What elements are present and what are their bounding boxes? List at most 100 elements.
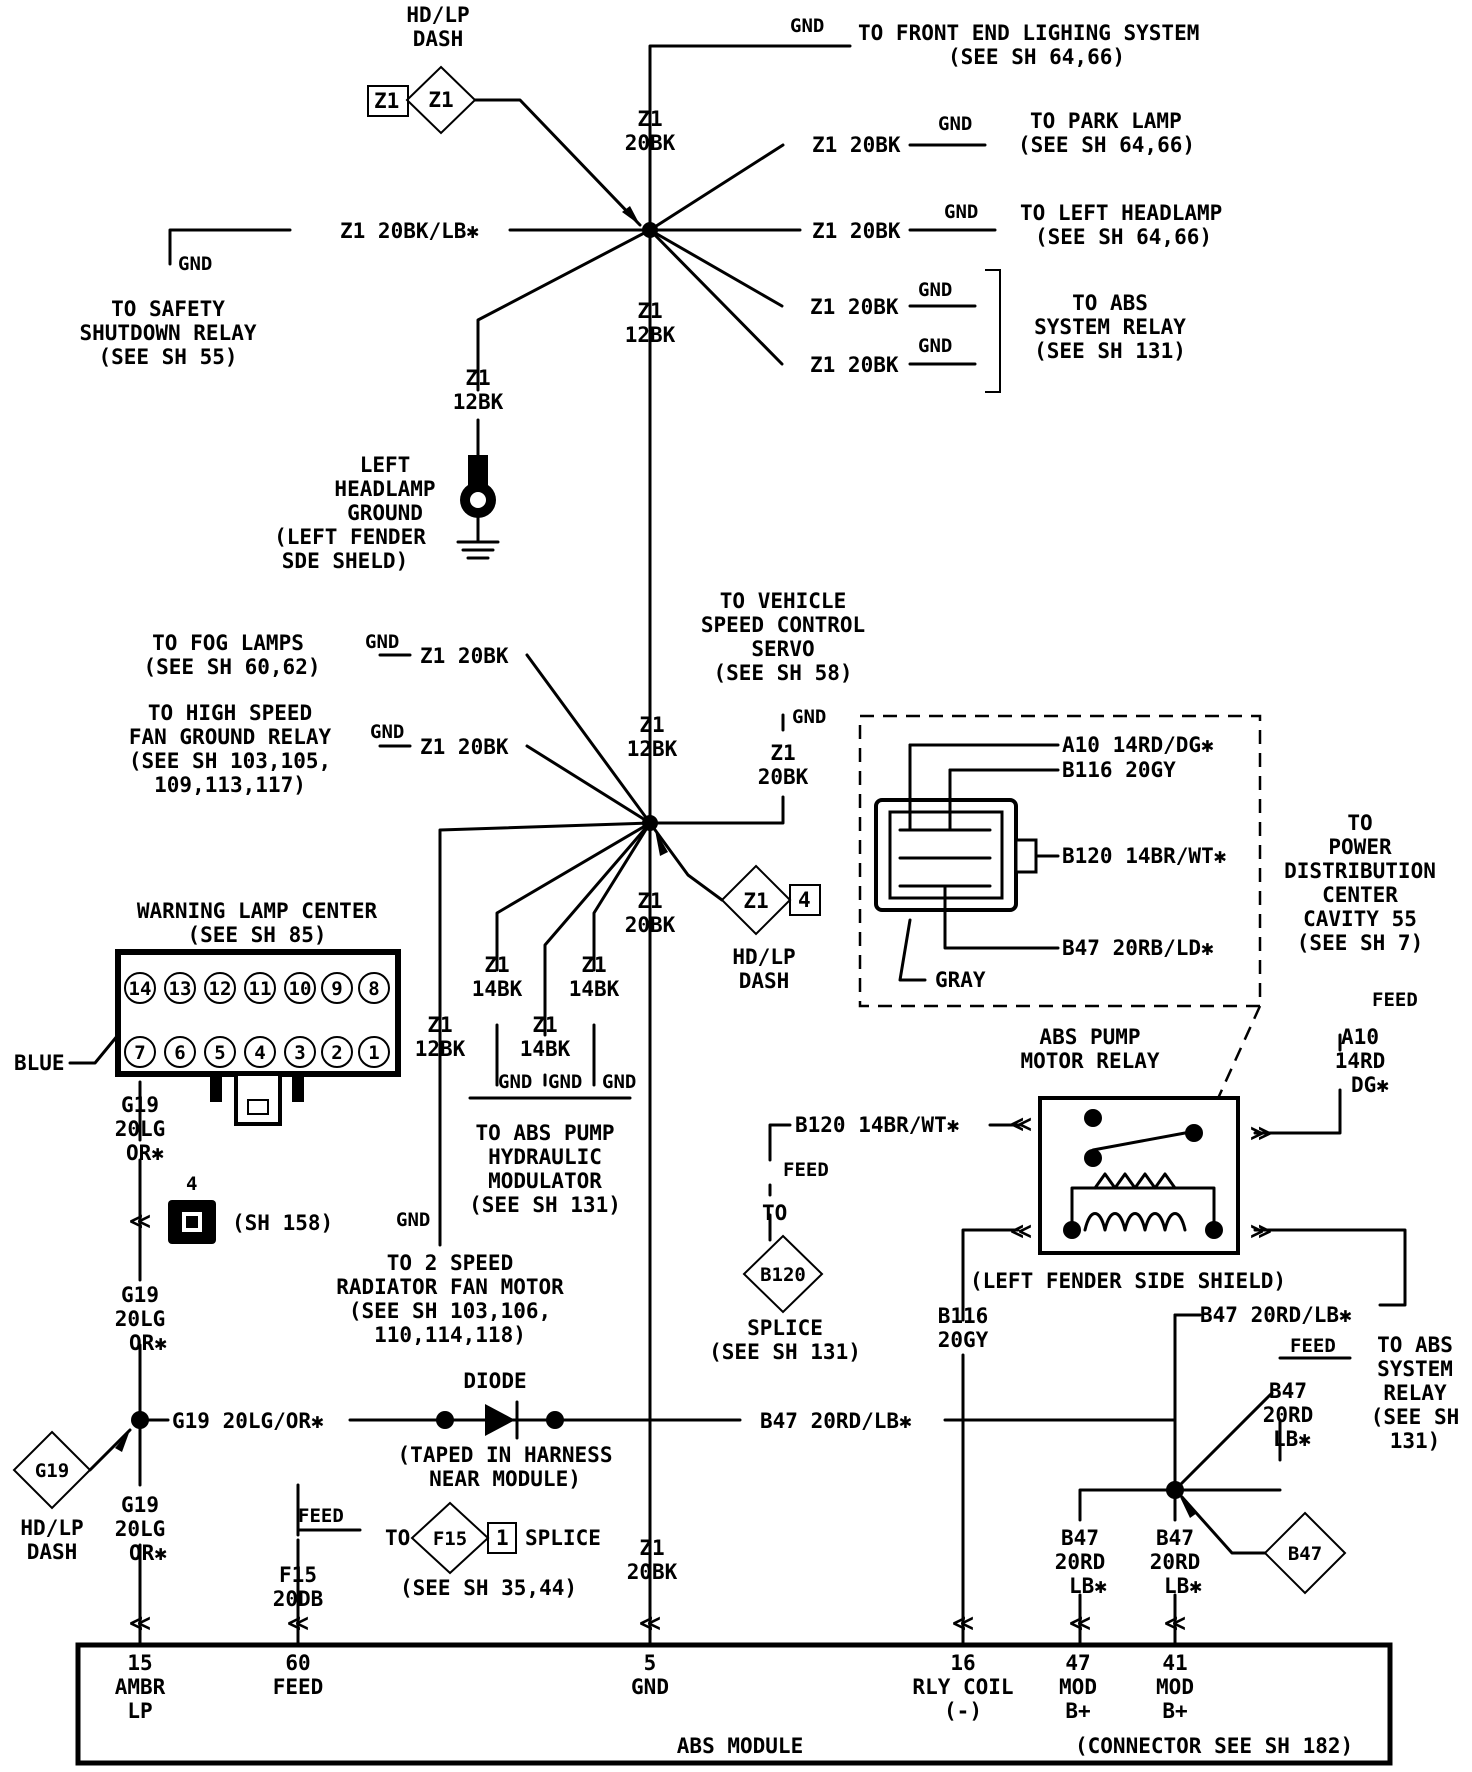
- gnd-front-label: GND: [790, 15, 824, 37]
- gray-label: GRAY: [935, 968, 986, 992]
- svg-text:9: 9: [331, 978, 342, 1000]
- svg-text:8: 8: [368, 978, 379, 1000]
- svg-text:1: 1: [368, 1042, 379, 1064]
- gnd-pump-3: GND: [602, 1071, 636, 1093]
- feed-b120-label: FEED: [783, 1159, 829, 1181]
- gnd-abs-2-label: GND: [918, 335, 952, 357]
- fog-lamps-label: TO FOG LAMPS(SEE SH 60,62): [143, 631, 320, 679]
- svg-text:6: 6: [174, 1042, 185, 1064]
- f15-connector-box: [487, 1522, 517, 1554]
- svg-text:10: 10: [289, 978, 312, 1000]
- svg-text:≪: ≪: [1164, 1611, 1186, 1635]
- z1-diamond-mid: [720, 864, 792, 936]
- feed-f15-label: FEED: [298, 1505, 344, 1527]
- gnd-pump-2: GND: [548, 1071, 582, 1093]
- gnd-fog-label: GND: [365, 631, 399, 653]
- connector-label: (CONNECTOR SEE SH 182): [1075, 1734, 1353, 1758]
- svg-text:≪: ≪: [129, 1611, 151, 1635]
- a10-label: A10 14RD/DG✱: [1062, 733, 1214, 757]
- gnd-fan-label: GND: [370, 721, 404, 743]
- b120-splice-label: SPLICE(SEE SH 131): [709, 1316, 861, 1364]
- abs-pump-relay-icon: [1038, 1096, 1240, 1255]
- svg-text:≪: ≪: [952, 1611, 974, 1635]
- wires: [88, 44, 1407, 1647]
- abs-wire-2-label: Z1 20BK: [810, 353, 899, 377]
- diode-icon: [485, 1400, 519, 1440]
- to-f15-label: TO: [385, 1526, 410, 1550]
- svg-text:≪: ≪: [287, 1611, 309, 1635]
- svg-text:11: 11: [249, 978, 272, 1000]
- z1-connector-box-mid: [789, 884, 821, 916]
- b120-diamond-label: B120: [760, 1264, 806, 1286]
- f15-box-label: 1: [496, 1526, 509, 1550]
- feed-abs-sys-label: FEED: [1290, 1335, 1336, 1357]
- z1-diamond-top: [405, 65, 477, 135]
- splice-dots: [131, 222, 1184, 1499]
- b47-diamond-label: B47: [1288, 1543, 1322, 1565]
- svg-text:4: 4: [254, 1042, 265, 1064]
- g19-wire-label: G19 20LG/OR✱: [172, 1409, 324, 1433]
- svg-text:≪: ≪: [1010, 1219, 1032, 1243]
- left-headlamp-label: TO LEFT HEADLAMP(SEE SH 64,66): [1020, 201, 1222, 249]
- diode-dot-right: [546, 1411, 564, 1429]
- svg-text:5: 5: [214, 1042, 225, 1064]
- connector-icon: [168, 1200, 216, 1244]
- b120-relay-label: B120 14BR/WT✱: [795, 1113, 960, 1137]
- z1-box-mid-label: 4: [798, 888, 811, 912]
- arrow-icon: [622, 206, 640, 225]
- safety-wire-label: Z1 20BK/LB✱: [340, 219, 479, 243]
- svg-text:≫: ≫: [1250, 1121, 1272, 1145]
- arrow-icon: [655, 830, 668, 856]
- left-fender-shield-label: (LEFT FENDER SIDE SHIELD): [970, 1269, 1286, 1293]
- conn-4-label: 4: [186, 1173, 197, 1195]
- pin-row-top: 14 13 12 11 10 9 8: [124, 972, 390, 1004]
- b116-label: B116 20GY: [1062, 758, 1176, 782]
- svg-text:13: 13: [169, 978, 192, 1000]
- z1-diamond-mid-label: Z1: [743, 889, 768, 913]
- warning-lamp-label: WARNING LAMP CENTER(SEE SH 85): [137, 899, 378, 947]
- f15-splice-label: SPLICE: [525, 1526, 601, 1550]
- relay-conn-symbols: ≪: [1010, 1112, 1032, 1136]
- gnd-radfan-label: GND: [396, 1209, 430, 1231]
- gnd-left-headlamp-label: GND: [944, 201, 978, 223]
- svg-text:≫: ≫: [1250, 1219, 1272, 1243]
- b47-diamond: [1263, 1511, 1347, 1595]
- to-b120-label: TO: [762, 1201, 787, 1225]
- b47-splice: [1166, 1481, 1184, 1499]
- b120-connector-label: B120 14BR/WT✱: [1062, 844, 1227, 868]
- f15-diamond: [410, 1501, 490, 1575]
- upper-splice: [642, 222, 658, 238]
- diode-label: DIODE: [463, 1369, 526, 1393]
- blue-label: BLUE: [14, 1051, 65, 1075]
- z1-diamond-top-label: Z1: [428, 88, 453, 112]
- fog-wire-label: Z1 20BK: [420, 644, 509, 668]
- svg-text:7: 7: [134, 1042, 145, 1064]
- abs-wire-1-label: Z1 20BK: [810, 295, 899, 319]
- middle-splice: [642, 815, 658, 831]
